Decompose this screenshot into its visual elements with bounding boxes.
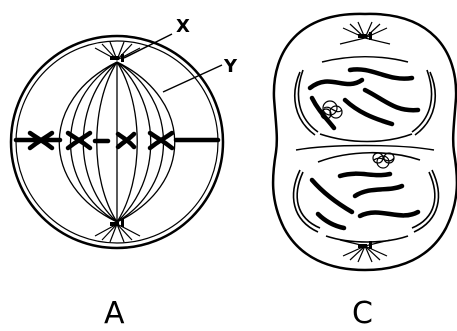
label-y: Y [163, 56, 238, 92]
cell-c-telophase [273, 14, 457, 270]
caption-a: A [104, 296, 125, 331]
lower-daughter-nucleus [294, 153, 439, 242]
aster-c-top [340, 22, 390, 44]
cleavage-furrow [296, 146, 434, 151]
label-x-text: X [176, 16, 190, 37]
aster-c-bottom [340, 240, 390, 262]
label-y-text: Y [223, 56, 238, 77]
aster-bottom [95, 224, 140, 242]
cell-a-metaphase [11, 36, 223, 248]
nucleolus-lower [373, 153, 394, 168]
upper-daughter-nucleus [295, 57, 435, 142]
caption-c: C [352, 296, 373, 331]
